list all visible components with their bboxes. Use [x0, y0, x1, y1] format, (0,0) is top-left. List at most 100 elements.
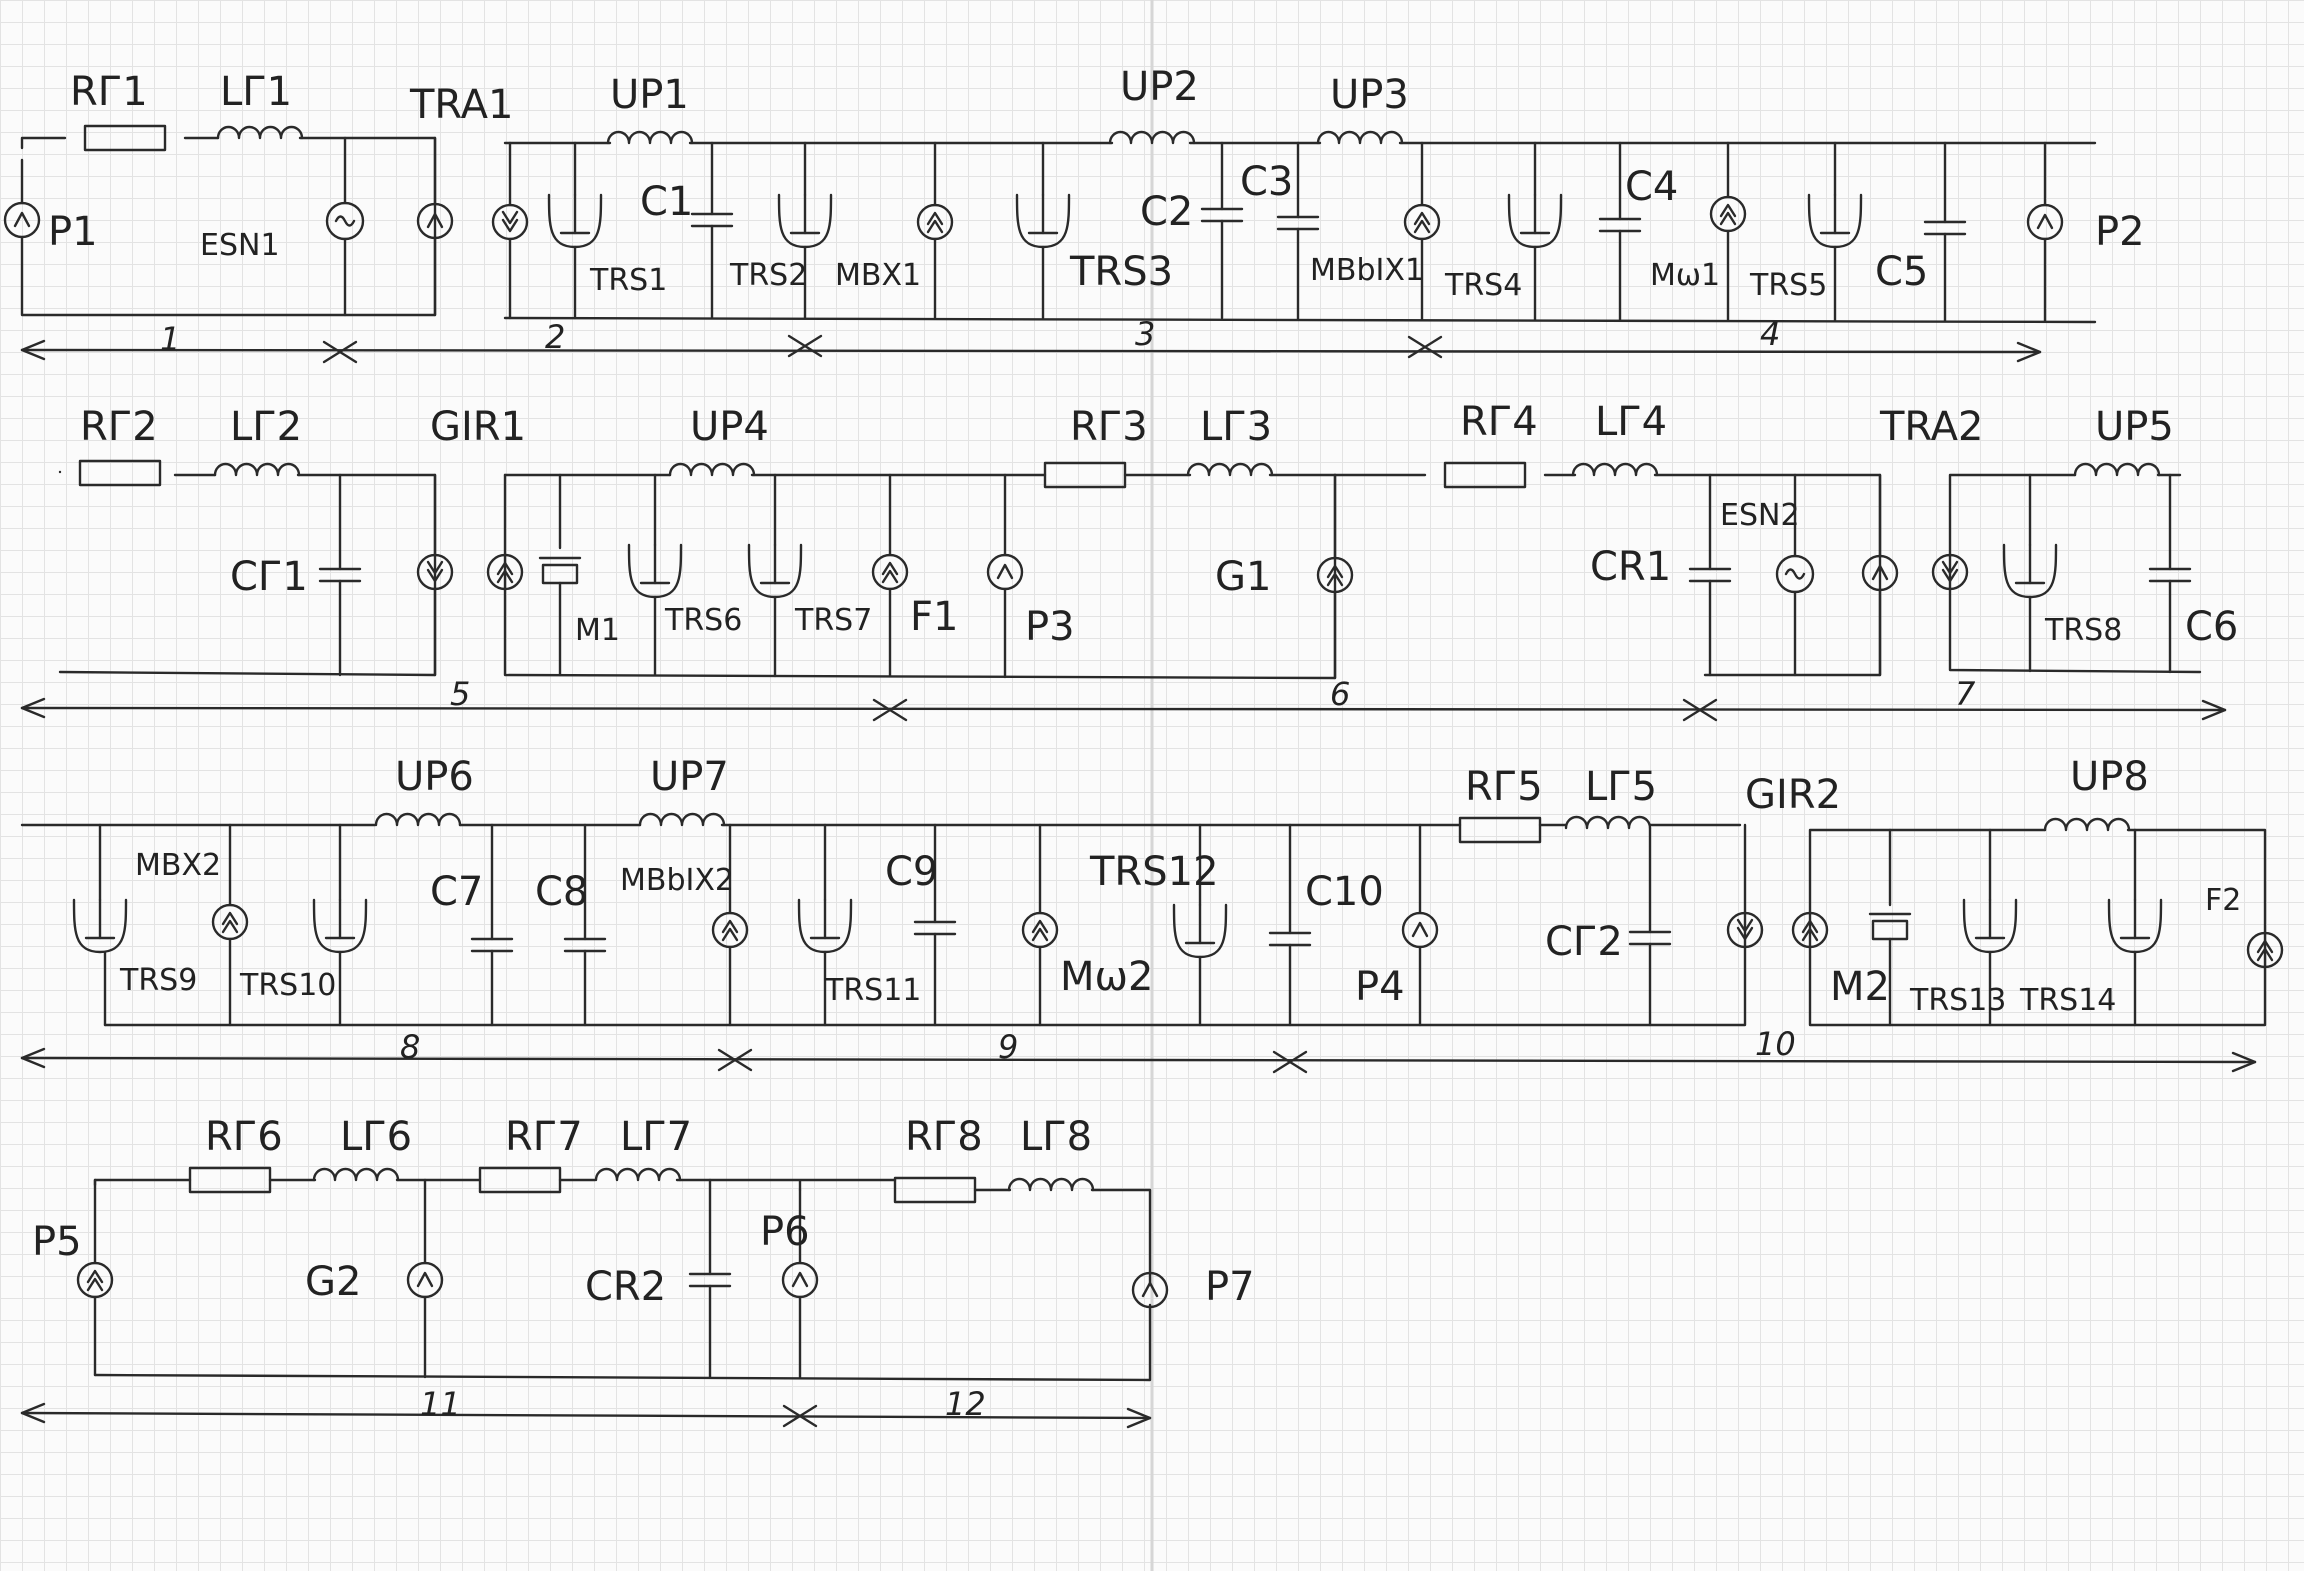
label-f1: F1 — [910, 594, 958, 640]
label-esn2: ESN2 — [1720, 498, 1800, 533]
label-tra2: TRA2 — [1879, 404, 1983, 450]
inductor-up5 — [2073, 462, 2161, 477]
label-c5: C5 — [1875, 249, 1928, 295]
transformer-trs10-icon — [312, 898, 368, 954]
label-trs8: TRS8 — [2044, 613, 2122, 648]
section-5: 5 — [450, 675, 470, 713]
inductor-lg1 — [216, 125, 304, 140]
row-1-bus-bottom — [503, 316, 2097, 324]
label-trs2: TRS2 — [729, 258, 807, 293]
section-2: 2 — [545, 318, 565, 356]
label-mvx2: MBX2 — [135, 848, 221, 883]
label-rg1: RГ1 — [70, 69, 148, 115]
label-rg8: RГ8 — [905, 1114, 983, 1160]
resistor-rg6 — [188, 1166, 272, 1194]
resistor-rg4 — [1443, 461, 1527, 489]
transformer-trs13-icon — [1962, 898, 2018, 954]
label-trs13: TRS13 — [1909, 983, 2006, 1018]
source-tra1-in-icon — [491, 203, 529, 241]
capacitor-c2 — [1200, 207, 1244, 223]
generator-esn1-icon — [325, 201, 365, 241]
label-trs5: TRS5 — [1749, 268, 1827, 303]
inductor-lg5 — [1564, 815, 1652, 830]
label-lg8: LГ8 — [1020, 1114, 1092, 1160]
label-rg5: RГ5 — [1465, 764, 1543, 810]
label-lg3: LГ3 — [1200, 404, 1272, 450]
transformer-trs12-icon — [1172, 903, 1228, 959]
capacitor-c5 — [1923, 220, 1967, 236]
inductor-lg6 — [312, 1167, 400, 1182]
label-c7: C7 — [430, 869, 483, 915]
label-mvx1: MBX1 — [835, 258, 921, 293]
inductor-lg8 — [1007, 1177, 1095, 1192]
generator-esn2-icon — [1775, 554, 1815, 594]
label-up8: UP8 — [2070, 754, 2149, 800]
motor-m1-icon — [538, 556, 582, 585]
label-c10: C10 — [1305, 869, 1384, 915]
label-trs12: TRS12 — [1089, 849, 1219, 895]
label-f2: F2 — [2205, 883, 2241, 918]
source-g2-icon — [406, 1261, 444, 1299]
transformer-trs5-icon — [1807, 193, 1863, 249]
label-rg7: RГ7 — [505, 1114, 583, 1160]
capacitor-c6 — [2148, 567, 2192, 583]
section-4: 4 — [1760, 315, 1780, 353]
label-gir2: GIR2 — [1745, 772, 1841, 818]
label-c6: C6 — [2185, 604, 2238, 650]
label-gir1: GIR1 — [430, 404, 526, 450]
inductor-up6 — [374, 812, 462, 827]
label-rg3: RГ3 — [1070, 404, 1148, 450]
source-p2-icon — [2026, 203, 2064, 241]
transformer-trs3-icon — [1015, 193, 1071, 249]
label-cg1: CГ1 — [230, 554, 308, 600]
row-3-sections: 8 9 10 — [20, 1025, 2257, 1074]
label-m1: M1 — [575, 613, 620, 648]
transformer-trs8-icon — [2002, 543, 2058, 599]
label-trs10: TRS10 — [239, 968, 336, 1003]
capacitor-c9 — [913, 920, 957, 936]
source-mw2-icon — [1021, 911, 1059, 949]
label-c3: C3 — [1240, 159, 1293, 205]
source-p6-icon — [781, 1261, 819, 1299]
label-mvyx1: MBbIX1 — [1310, 253, 1424, 288]
source-mw1-icon — [1709, 195, 1747, 233]
label-trs6: TRS6 — [664, 603, 742, 638]
row-1-sections: 1 2 3 4 — [20, 315, 2042, 364]
row-2-block-5a-bus — [58, 470, 437, 677]
source-p5-icon — [76, 1261, 114, 1299]
label-c1: C1 — [640, 179, 693, 225]
resistor-rg3 — [1043, 461, 1127, 489]
label-lg4: LГ4 — [1595, 399, 1667, 445]
row-4-bus-bottom — [93, 1303, 1152, 1382]
label-rg2: RГ2 — [80, 404, 158, 450]
row-3-circuit: UP6 UP7 MBX2 TRS9 TRS10 C7 C8 MBbIX2 TRS… — [20, 754, 2284, 1074]
label-cr2: CR2 — [585, 1264, 666, 1310]
label-up6: UP6 — [395, 754, 474, 800]
label-p4: P4 — [1355, 964, 1405, 1010]
label-mw2: Mω2 — [1060, 954, 1153, 1000]
inductor-up1 — [606, 130, 694, 145]
label-c4: C4 — [1625, 164, 1678, 210]
resistor-rg8 — [893, 1176, 977, 1204]
label-trs3: TRS3 — [1069, 249, 1173, 295]
row-3-block-10-bus — [1808, 828, 2267, 1027]
row-2-bus-frame-a — [503, 473, 1337, 680]
label-p1: P1 — [48, 209, 98, 255]
inductor-up7 — [638, 812, 726, 827]
section-11: 11 — [420, 1385, 461, 1423]
label-g2: G2 — [305, 1259, 361, 1305]
row-2-circuit: RГ2 LГ2 CГ1 GIR1 UP4 M1 TRS6 TRS7 F1 P3 … — [20, 399, 2238, 722]
label-mw1: Mω1 — [1650, 258, 1720, 293]
block-1: RГ1 LГ1 P1 ESN1 — [3, 69, 454, 317]
capacitor-cg2 — [1628, 930, 1672, 946]
source-mvx1-icon — [916, 203, 954, 241]
inductor-lg4 — [1571, 462, 1659, 477]
inductor-lg3 — [1186, 462, 1274, 477]
label-p6: P6 — [760, 1209, 810, 1255]
resistor-rg5 — [1458, 816, 1542, 844]
label-up4: UP4 — [690, 404, 769, 450]
label-p2: P2 — [2095, 209, 2145, 255]
label-lg1: LГ1 — [220, 69, 292, 115]
capacitor-c4 — [1598, 217, 1642, 233]
label-cg2: CГ2 — [1545, 919, 1623, 965]
